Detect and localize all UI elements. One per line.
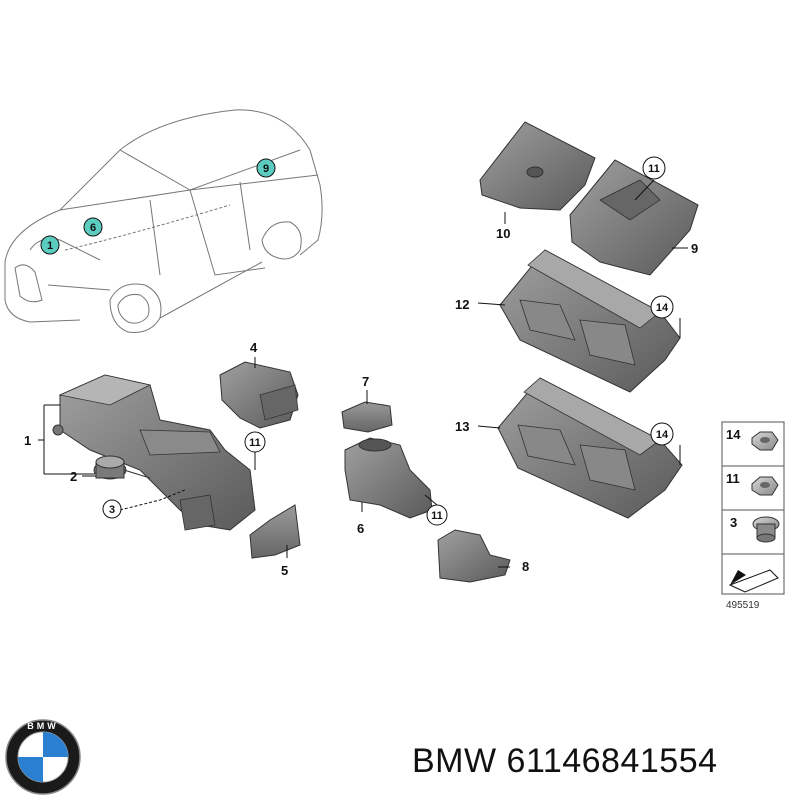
- svg-text:11: 11: [249, 437, 261, 449]
- legend-item-11: 11: [726, 471, 779, 496]
- part-13-box: [497, 377, 683, 519]
- callout-2: 2: [70, 469, 77, 484]
- legend-panel: [721, 421, 785, 595]
- svg-text:3: 3: [730, 515, 737, 530]
- bmw-logo: BMW: [5, 719, 81, 795]
- svg-text:BMW: BMW: [27, 721, 59, 731]
- part-2-relay: [93, 455, 151, 480]
- callout-11-circle-middle: 11: [426, 504, 448, 526]
- callout-1: 1: [24, 433, 31, 448]
- car-outline-drawing: [4, 109, 323, 333]
- callout-4: 4: [250, 340, 258, 355]
- car-marker-1: 1: [40, 235, 60, 255]
- reference-number: 495519: [726, 600, 760, 611]
- part-10-plate: [479, 121, 596, 211]
- callout-11-circle-top: 11: [642, 156, 666, 180]
- callout-10: 10: [496, 226, 510, 241]
- legend-item-14: 14: [726, 427, 779, 451]
- part-7-cover-lid: [341, 401, 393, 433]
- part-5-bracket: [249, 504, 301, 559]
- part-9-module: [569, 159, 699, 276]
- car-marker-9: 9: [256, 158, 276, 178]
- legend-arrow-icon: [728, 569, 779, 593]
- svg-text:14: 14: [656, 302, 669, 314]
- leader-lines: [38, 179, 688, 568]
- callout-14-circle-lower: 14: [650, 422, 674, 446]
- svg-text:9: 9: [263, 163, 269, 175]
- callout-7: 7: [362, 374, 369, 389]
- callout-5: 5: [281, 563, 288, 578]
- part-1-fuse-carrier: [52, 374, 256, 531]
- part-12-box: [499, 249, 681, 393]
- svg-text:11: 11: [726, 471, 740, 486]
- legend-item-3: 3: [730, 515, 780, 543]
- svg-text:3: 3: [109, 504, 115, 516]
- callout-11-circle-left: 11: [244, 431, 266, 453]
- callout-8: 8: [522, 559, 529, 574]
- svg-text:1: 1: [47, 240, 53, 252]
- callout-9: 9: [691, 241, 698, 256]
- svg-text:11: 11: [431, 510, 443, 522]
- callout-14-circle-upper: 14: [650, 295, 674, 319]
- callout-13: 13: [455, 419, 469, 434]
- callout-12: 12: [455, 297, 469, 312]
- svg-text:14: 14: [656, 429, 669, 441]
- part-6-holder: [344, 437, 433, 519]
- car-marker-6: 6: [83, 217, 103, 237]
- footer-part-number: BMW 61146841554: [412, 742, 718, 780]
- svg-text:11: 11: [648, 163, 660, 175]
- part-8-cap: [437, 529, 511, 583]
- svg-text:6: 6: [90, 222, 96, 234]
- svg-text:14: 14: [726, 427, 741, 442]
- callout-6: 6: [357, 521, 364, 536]
- part-4-cover: [219, 361, 299, 429]
- callout-3-circle: 3: [102, 499, 122, 519]
